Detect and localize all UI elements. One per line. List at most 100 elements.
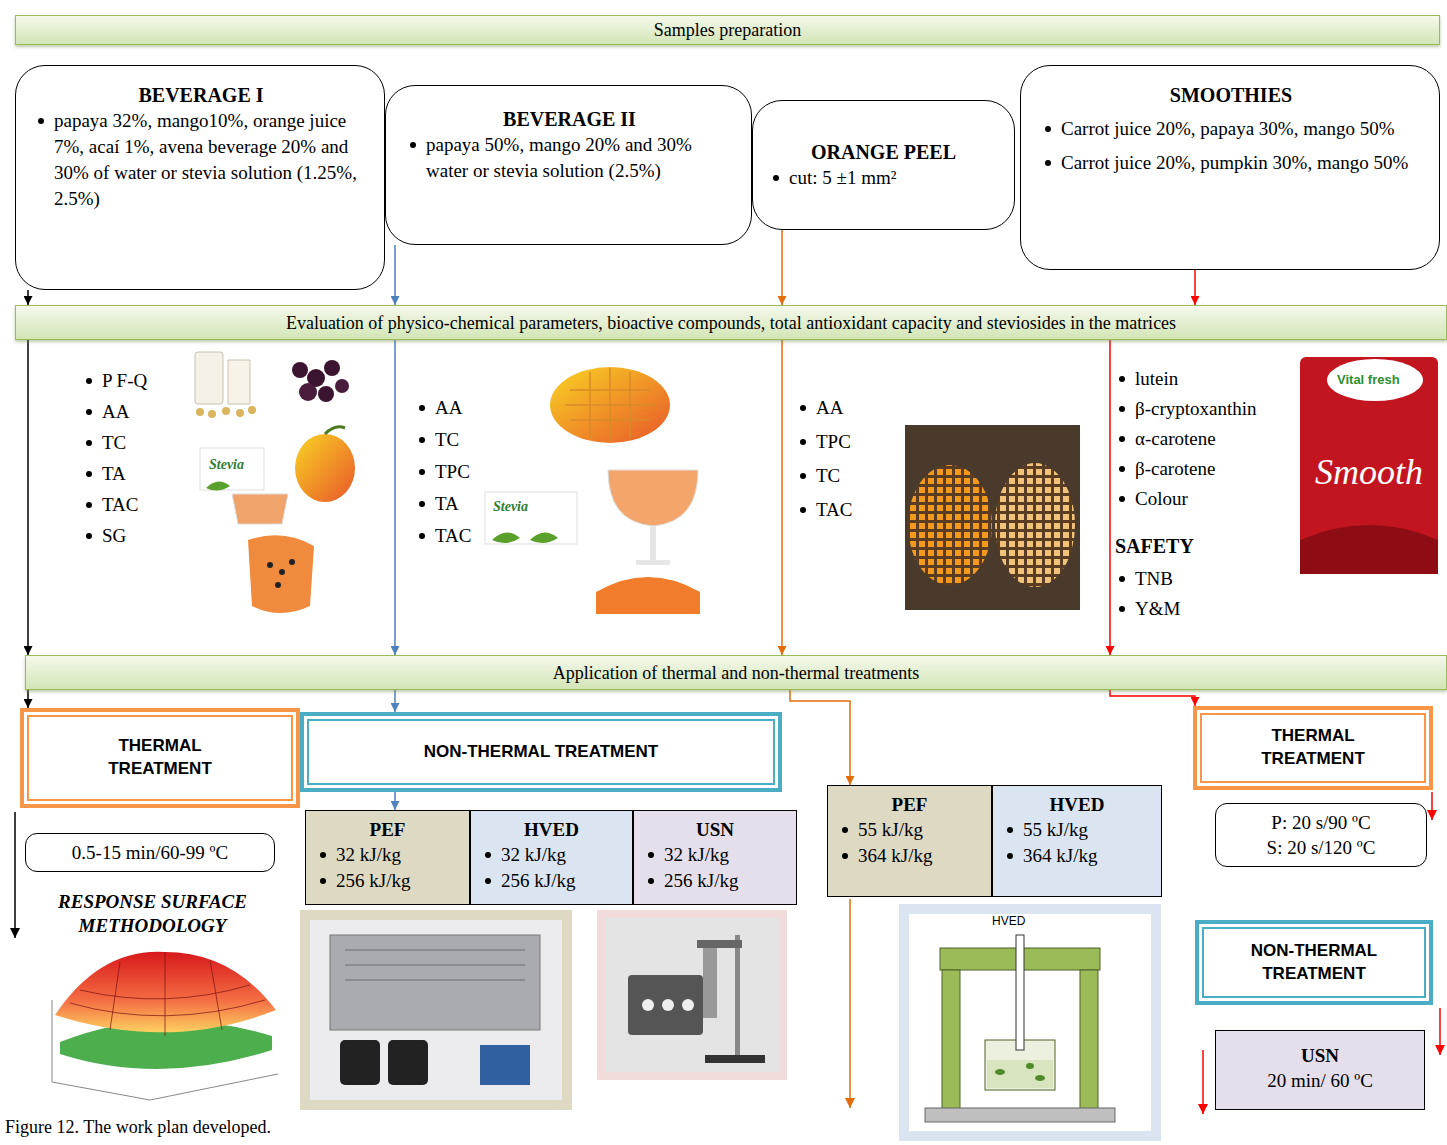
flow-arrow (27, 290, 29, 305)
beverage-two-pictures (485, 367, 700, 614)
bullet-item: papaya 50%, mango 20% and 30% water or s… (404, 132, 735, 184)
item-text: 55 kJ/kg (858, 819, 923, 840)
item-text: TC (435, 429, 459, 450)
ultrasound-photo (601, 914, 783, 1076)
list-item: TAC (413, 523, 471, 549)
item-text: 256 kJ/kg (664, 870, 738, 891)
box-text: P: 20 s/90 ºC (1271, 810, 1370, 835)
label-text: Stevia (493, 499, 528, 515)
list-item: SG (80, 523, 126, 549)
bullet-item: 55 kJ/kg (1001, 817, 1153, 843)
box-text: Samples preparation (646, 19, 809, 41)
bullet-item: 364 kJ/kg (1001, 843, 1153, 869)
figure-caption: Figure 12. The work plan developed. (5, 1116, 271, 1138)
bullet-dot (800, 507, 806, 513)
box-heading: BEVERAGE II (404, 106, 735, 132)
item-text: TAC (102, 494, 138, 515)
method-box: PEF55 kJ/kg364 kJ/kg (827, 785, 992, 897)
box-heading: USN (642, 817, 788, 842)
box-heading: ORANGE PEEL (767, 139, 1000, 165)
bullet-dot (1119, 406, 1125, 412)
method-box: USN32 kJ/kg256 kJ/kg (633, 810, 797, 905)
bullet-item: papaya 32%, mango10%, orange juice 7%, a… (32, 108, 370, 212)
list-item: TAC (80, 492, 138, 518)
item-text: β-carotene (1135, 458, 1215, 479)
item-text: β-cryptoxanthin (1135, 398, 1257, 419)
bullet-dot (1119, 576, 1125, 582)
list-item: lutein (1113, 366, 1178, 392)
list-item: TC (80, 430, 126, 456)
list-item: AA (794, 395, 843, 421)
bullet-dot (86, 471, 92, 477)
bullet-dot (1119, 466, 1125, 472)
list-item: P F-Q (80, 368, 147, 394)
treatment-box: THERMAL TREATMENT (1193, 706, 1433, 790)
label-text: SAFETY (1115, 533, 1194, 559)
item-text: papaya 50%, mango 20% and 30% water or s… (426, 134, 692, 181)
bullet-item: 256 kJ/kg (314, 868, 461, 894)
item-text: cut: 5 ±1 mm² (789, 167, 896, 188)
bullet-dot (86, 533, 92, 539)
item-text: AA (102, 401, 129, 422)
sample-box: ORANGE PEELcut: 5 ±1 mm² (752, 100, 1015, 230)
bullet-dot (1007, 853, 1013, 859)
method-box: HVED32 kJ/kg256 kJ/kg (470, 810, 633, 905)
bullet-dot (648, 878, 654, 884)
condition-box: P: 20 s/90 ºCS: 20 s/120 ºC (1215, 803, 1427, 867)
flow-arrow (1194, 270, 1196, 305)
bullet-dot (800, 439, 806, 445)
list-item: TC (413, 427, 459, 453)
bullet-dot (800, 405, 806, 411)
box-text: S: 20 s/120 ºC (1267, 835, 1376, 860)
box-heading: USN (1224, 1043, 1416, 1068)
treatment-box: NON-THERMAL TREATMENT (1195, 920, 1433, 1005)
flow-arrow (394, 690, 396, 712)
item-text: P F-Q (102, 370, 147, 391)
bullet-dot (38, 118, 44, 124)
bullet-dot (86, 409, 92, 415)
list-item: TC (794, 463, 840, 489)
bullet-dot (320, 878, 326, 884)
item-text: TPC (816, 431, 851, 452)
flow-arrow (1109, 340, 1111, 655)
sample-box: BEVERAGE Ipapaya 32%, mango10%, orange j… (15, 65, 385, 290)
method-box: PEF32 kJ/kg 256 kJ/kg (305, 810, 470, 905)
list-item: α-carotene (1113, 426, 1216, 452)
bullet-dot (1119, 496, 1125, 502)
bullet-dot (86, 502, 92, 508)
list-item: TA (80, 461, 126, 487)
bullet-dot (419, 405, 425, 411)
item-text: AA (435, 397, 462, 418)
list-item: TPC (794, 429, 851, 455)
bullet-item: Carrot juice 20%, papaya 30%, mango 50% (1039, 116, 1423, 142)
flow-arrow (790, 690, 850, 785)
treatment-box: THERMAL TREATMENT (20, 708, 300, 808)
stage-band: Evaluation of physico-chemical parameter… (15, 305, 1447, 340)
flow-arrow (781, 340, 783, 655)
list-item: TNB (1113, 566, 1173, 592)
list-item: TPC (413, 459, 470, 485)
hved-drawing (904, 909, 1156, 1136)
box-text: 20 min/ 60 ºC (1224, 1068, 1416, 1093)
flow-arrow (394, 340, 396, 655)
bullet-dot (320, 852, 326, 858)
stage-band: Samples preparation (15, 15, 1440, 45)
bullet-item: cut: 5 ±1 mm² (767, 165, 1000, 191)
bullet-dot (648, 852, 654, 858)
box-heading: PEF (314, 817, 461, 842)
list-item: TAC (794, 497, 852, 523)
item-text: 364 kJ/kg (1023, 845, 1097, 866)
box-heading: PEF (836, 792, 983, 817)
item-text: TAC (816, 499, 852, 520)
item-text: 32 kJ/kg (336, 844, 401, 865)
box-text: THERMAL TREATMENT (90, 735, 230, 781)
bullet-dot (86, 440, 92, 446)
bullet-dot (1045, 126, 1051, 132)
label-text: Vital fresh (1337, 372, 1400, 388)
box-heading: SMOOTHIES (1039, 82, 1423, 108)
item-text: 256 kJ/kg (336, 870, 410, 891)
list-item: AA (80, 399, 129, 425)
bullet-dot (419, 533, 425, 539)
sample-box: SMOOTHIES Carrot juice 20%, papaya 30%, m… (1020, 65, 1440, 270)
surface-plot (52, 952, 278, 1100)
